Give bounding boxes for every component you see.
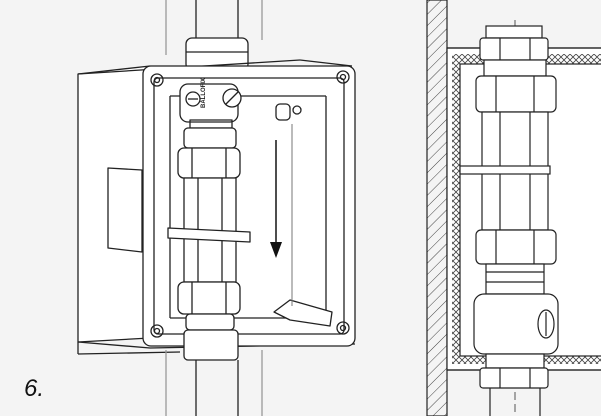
top-nut [479, 25, 549, 61]
valve-body [167, 127, 251, 331]
section-body [459, 59, 559, 369]
valve-head [179, 83, 242, 129]
bottom-bracket [273, 299, 333, 327]
mounting-clip [275, 103, 302, 121]
step-number: 6. [24, 375, 45, 402]
upper-pipe [165, 0, 263, 71]
bottom-nut [479, 367, 549, 416]
right-illustration [426, 0, 601, 416]
down-arrow-icon [270, 140, 282, 258]
lower-pipe [165, 329, 263, 416]
valve-brand-text: BALLOFIX [201, 78, 207, 108]
left-illustration [77, 0, 356, 416]
